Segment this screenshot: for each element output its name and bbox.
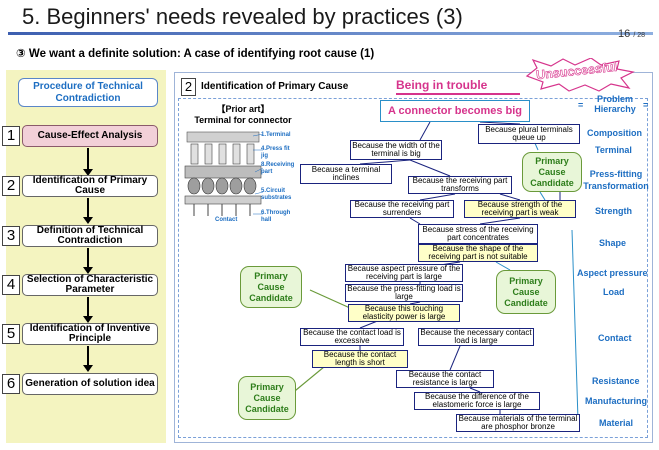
slide-title: 5. Beginners' needs revealed by practice… [22, 4, 463, 29]
cause-touching-elasticity: Because this touching elasticity power i… [348, 304, 460, 322]
terminal-label-6: 6.Through hall [261, 210, 291, 223]
panel-number: 2 [181, 78, 196, 96]
step-arrow [83, 248, 93, 274]
page-current: 16 [618, 28, 631, 40]
cause-effect-frame [178, 98, 648, 438]
hierarchy-manufacturing: Manufacturing [585, 396, 647, 406]
primary-cause-candidate: Primary Cause Candidate [496, 270, 556, 314]
prior-art-line2: Terminal for connector [194, 115, 292, 125]
step-number-4: 4 [2, 275, 20, 295]
step-generation-idea: Generation of solution idea [22, 373, 158, 395]
procedure-title: Procedure of Technical Contradiction [18, 78, 158, 107]
step-arrow [83, 297, 93, 323]
prior-art-line1: 【Prior art】 [216, 104, 270, 114]
cause-contact-load-excessive: Because the contact load is excessive [300, 328, 404, 346]
cause-elastomeric-difference: Because the difference of the elastomeri… [414, 392, 540, 410]
cause-phosphor-bronze: Because materials of the terminal are ph… [456, 414, 580, 432]
step-arrow [83, 346, 93, 372]
cause-contact-length-short: Because the contact length is short [312, 350, 408, 368]
step-arrow [83, 148, 93, 176]
cause-stress-concentrates: Because stress of the receiving part con… [418, 224, 538, 244]
hierarchy-equal-right: = [643, 100, 649, 110]
hierarchy-load: Load [603, 287, 625, 297]
burst-shape [525, 58, 635, 92]
step-number-3: 3 [2, 226, 20, 246]
hierarchy-equal-left: = [578, 100, 584, 110]
step-cause-effect-analysis: Cause-Effect Analysis [22, 125, 158, 147]
connector-problem-box: A connector becomes big [380, 100, 530, 122]
terminal-label-1: 1.Terminal [261, 132, 291, 138]
panel-title: Identification of Primary Cause [201, 81, 349, 92]
cause-strength-weak: Because strength of the receiving part i… [464, 200, 576, 218]
terminal-label-5: 5.Circuit substrates [261, 188, 292, 201]
cause-necessary-contact-load: Because the necessary contact load is la… [418, 328, 534, 346]
hierarchy-strength: Strength [595, 206, 632, 216]
primary-cause-candidate: Primary Cause Candidate [240, 266, 302, 308]
cause-press-fitting-load: Because the press-fitting load is large [345, 284, 463, 302]
cause-plural-terminals: Because plural terminals queue up [478, 124, 580, 144]
cause-terminal-width: Because the width of the terminal is big [350, 140, 442, 160]
cause-aspect-pressure: Because aspect pressure of the receiving… [345, 264, 463, 282]
terminal-connector-drawing [183, 128, 301, 224]
hierarchy-press-fitting: Press-fitting Transformation [583, 169, 649, 191]
cause-contact-resistance: Because the contact resistance is large [396, 370, 494, 388]
step-number-2: 2 [2, 176, 20, 196]
step-identification-principle: Identification of Inventive Principle [22, 323, 158, 345]
page-total: / 28 [633, 32, 645, 39]
terminal-label-4: 4.Press fit jig [261, 146, 290, 159]
trouble-underline [396, 93, 520, 95]
step-arrow [83, 198, 93, 224]
hierarchy-shape: Shape [599, 238, 627, 248]
step-number-6: 6 [2, 374, 20, 394]
slide-number: 16 / 28 [618, 28, 645, 40]
step-definition-contradiction: Definition of Technical Contradiction [22, 225, 158, 247]
hierarchy-resistance: Resistance [592, 376, 640, 386]
title-rule [8, 32, 653, 35]
primary-cause-candidate: Primary Cause Candidate [238, 376, 296, 420]
hierarchy-contact: Contact [598, 333, 632, 343]
being-in-trouble-label: Being in trouble [396, 78, 488, 92]
hierarchy-terminal: Terminal [595, 145, 632, 155]
prior-art-caption: 【Prior art】 Terminal for connector [185, 104, 301, 126]
hierarchy-aspect-pressure: Aspect pressure [577, 268, 648, 278]
terminal-label-contact: Contact [215, 217, 238, 223]
hierarchy-material: Material [599, 418, 634, 428]
cause-terminal-inclines: Because a terminal inclines [300, 164, 392, 184]
cause-shape-unsuitable: Because the shape of the receiving part … [418, 244, 538, 262]
step-identification-primary-cause: Identification of Primary Cause [22, 175, 158, 197]
step-number-1: 1 [2, 126, 20, 146]
primary-cause-candidate: Primary Cause Candidate [522, 152, 582, 192]
step-number-5: 5 [2, 324, 20, 344]
cause-receiving-surrenders: Because the receiving part surrenders [350, 200, 454, 218]
problem-hierarchy-title: Problem Hierarchy [594, 94, 636, 114]
cause-receiving-transforms: Because the receiving part transforms [408, 176, 512, 194]
slide-subtitle: ③ We want a definite solution: A case of… [16, 48, 375, 60]
terminal-label-8: 8.Receiving part [261, 162, 295, 175]
step-selection-parameter: Selection of Characteristic Parameter [22, 274, 158, 296]
hierarchy-composition: Composition [587, 128, 642, 138]
